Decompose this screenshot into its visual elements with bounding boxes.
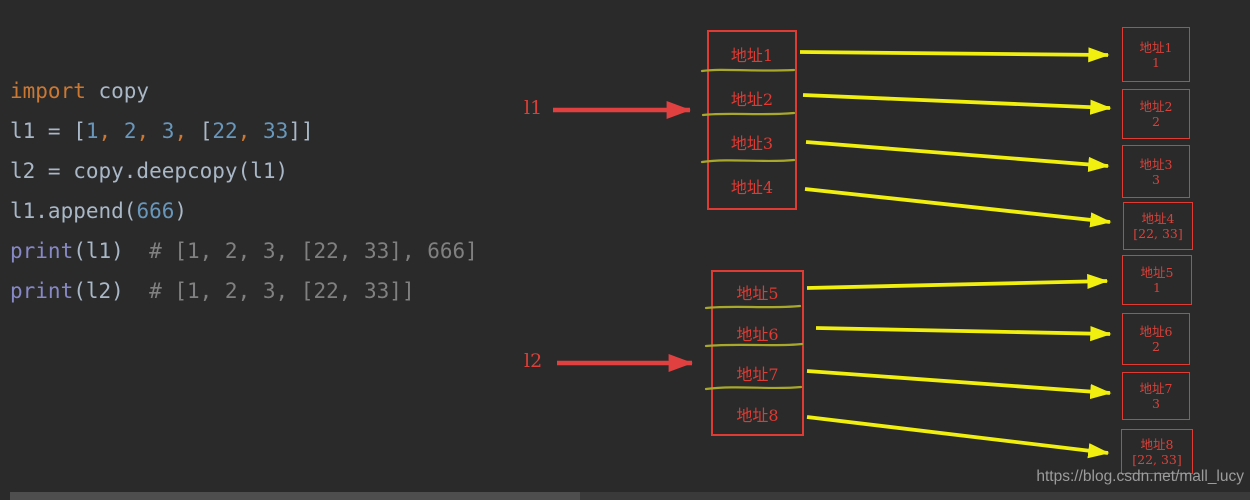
memory-cell: 地址8[22, 33] — [1121, 429, 1193, 474]
scrollbar-thumb[interactable] — [10, 492, 580, 500]
address-row: 地址1 — [730, 46, 774, 65]
code-line-6: print(l2) # [1, 2, 3, [22, 33]] — [10, 279, 415, 303]
reference-arrow — [806, 273, 1109, 290]
cell-value: [22, 33] — [1132, 451, 1182, 467]
code-line-2: l1 = [1, 2, 3, [22, 33]] — [10, 119, 314, 143]
code-line-4: l1.append(666) — [10, 199, 188, 223]
l2-pointer-label: l2 — [524, 350, 543, 372]
address-row: 地址2 — [730, 90, 774, 109]
watermark-url: https://blog.csdn.net/mall_lucy — [1036, 468, 1244, 485]
cell-value: 2 — [1152, 339, 1160, 354]
reference-arrow — [802, 93, 1112, 115]
reference-arrows — [799, 47, 1112, 459]
cell-address: 地址8 — [1140, 436, 1174, 452]
address-row: 地址7 — [736, 365, 779, 385]
address-row: 地址4 — [730, 178, 774, 197]
reference-arrow — [804, 187, 1112, 228]
cell-address: 地址7 — [1139, 381, 1173, 396]
code-line-1: import copy — [10, 79, 150, 103]
address-row: 地址6 — [736, 324, 779, 344]
cell-value: 1 — [1152, 54, 1160, 70]
l1-pointer-label: l1 — [524, 97, 543, 119]
reference-arrow — [799, 47, 1110, 63]
scrollbar-track[interactable] — [10, 492, 1250, 500]
memory-cell: 地址4[22, 33] — [1123, 202, 1193, 250]
l2-address-list-box: 地址5 地址6 地址7 地址8 — [711, 270, 804, 436]
address-row: 地址5 — [736, 284, 779, 304]
cell-address: 地址4 — [1141, 211, 1175, 226]
reference-arrow — [806, 415, 1110, 459]
cell-value: 2 — [1152, 114, 1160, 129]
address-row: 地址3 — [730, 134, 774, 153]
reference-arrow — [815, 325, 1112, 342]
pointer-arrows — [553, 101, 693, 372]
cell-value: 3 — [1152, 396, 1160, 411]
cell-address: 地址3 — [1139, 156, 1173, 172]
reference-arrow — [805, 140, 1110, 173]
cell-value: 3 — [1152, 171, 1160, 187]
code-line-3: l2 = copy.deepcopy(l1) — [10, 159, 289, 183]
l1-address-list-box: 地址1 地址2 地址3 地址4 — [707, 30, 797, 210]
cell-address: 地址1 — [1139, 39, 1173, 55]
address-row: 地址8 — [736, 405, 779, 425]
cell-address: 地址6 — [1139, 324, 1173, 339]
code-line-5: print(l1) # [1, 2, 3, [22, 33], 666] — [10, 239, 478, 263]
code-block: import copy l1 = [1, 2, 3, [22, 33]] l2 = … — [10, 71, 478, 311]
cell-address: 地址5 — [1140, 265, 1174, 280]
cell-address: 地址2 — [1139, 99, 1173, 114]
cell-value: [22, 33] — [1133, 226, 1183, 241]
cell-value: 1 — [1153, 280, 1161, 295]
reference-arrow — [806, 369, 1112, 400]
